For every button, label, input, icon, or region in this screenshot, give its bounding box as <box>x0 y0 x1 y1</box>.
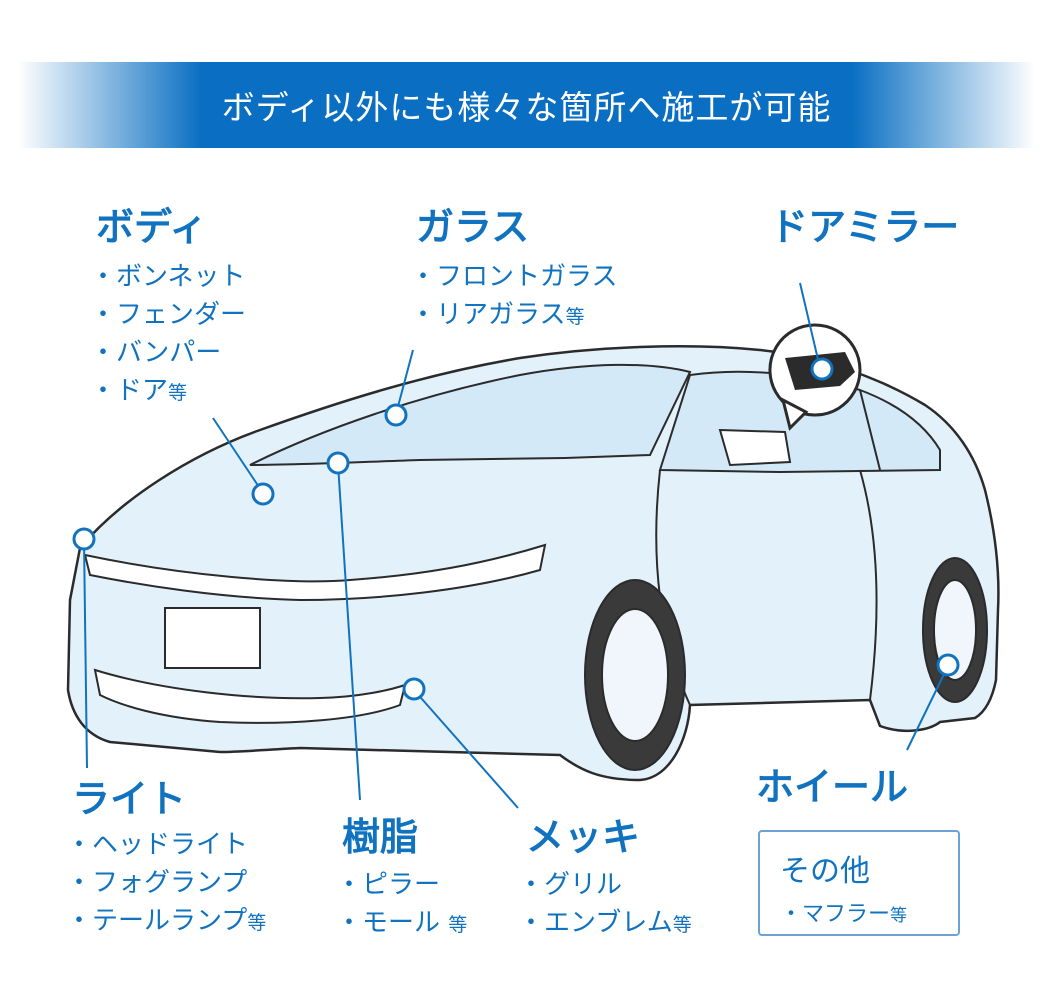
list-item: ・エンブレム等 <box>518 904 692 944</box>
list-item: ・グリル <box>518 870 623 900</box>
license-plate <box>164 607 261 669</box>
lower-grille <box>93 668 407 724</box>
callout-dot-glass <box>384 403 408 427</box>
list-item: ・バンパー <box>90 338 222 368</box>
list-item: ・フォグランプ <box>66 868 248 898</box>
other-item: ・マフラー等 <box>780 896 907 928</box>
callout-dot-body <box>251 482 275 506</box>
rear-door-line <box>859 469 878 701</box>
headlight-strip <box>83 543 547 602</box>
list-item: ・ボンネット <box>90 262 246 292</box>
banner-title: ボディ以外にも様々な箇所へ施工が可能 <box>221 88 832 127</box>
side-mirror <box>718 428 792 467</box>
list-item: ・ヘッドライト <box>66 830 249 860</box>
callout-dot-mirror <box>810 357 834 381</box>
callout-dot-resin <box>326 451 350 475</box>
light-heading: ライト <box>72 777 187 821</box>
list-item: ・フロントガラス <box>410 262 618 292</box>
body-list: ・ボンネット ・フェンダー ・バンパー ・ドア等 <box>90 258 246 412</box>
list-item: ・テールランプ等 <box>66 902 266 942</box>
list-item: ・リアガラス等 <box>410 296 617 336</box>
door-mirror-heading: ドアミラー <box>770 205 960 249</box>
callout-line-wheel <box>906 665 949 751</box>
other-box: その他 ・マフラー等 <box>758 830 960 936</box>
etc-suffix: 等 <box>890 906 908 926</box>
etc-suffix: 等 <box>247 912 267 934</box>
list-item-text: ・ドア <box>90 376 169 406</box>
etc-suffix: 等 <box>448 914 468 936</box>
plating-heading: メッキ <box>526 815 641 859</box>
resin-list: ・ピラー ・モール 等 <box>336 866 467 944</box>
callout-line-plating <box>413 689 519 809</box>
pillar-line <box>859 389 881 471</box>
etc-suffix: 等 <box>565 306 585 328</box>
list-item-text: ・リアガラス <box>410 300 566 330</box>
list-item: ・フェンダー <box>90 300 247 330</box>
list-item-text: ・マフラー <box>780 902 891 927</box>
callout-line-mirror <box>799 282 821 369</box>
etc-suffix: 等 <box>168 382 188 404</box>
wheel-heading: ホイール <box>756 765 909 809</box>
list-item: ・ドア等 <box>90 372 246 412</box>
callout-dot-light <box>72 527 96 551</box>
callout-dot-wheel <box>936 653 960 677</box>
callout-line-body <box>212 417 264 494</box>
body-heading: ボディ <box>96 205 208 249</box>
glass-heading: ガラス <box>416 205 530 249</box>
title-banner: ボディ以外にも様々な箇所へ施工が可能 <box>18 62 1035 148</box>
resin-heading: 樹脂 <box>342 815 419 859</box>
etc-suffix: 等 <box>672 914 692 936</box>
list-item-text: ・エンブレム <box>518 908 673 938</box>
list-item-text: ・モール <box>336 908 441 938</box>
list-item: ・モール 等 <box>336 904 467 944</box>
callout-line-glass <box>395 349 414 415</box>
front-wheel-rim <box>601 608 669 742</box>
other-title: その他 <box>780 854 870 889</box>
plating-list: ・グリル ・エンブレム等 <box>518 866 692 944</box>
light-list: ・ヘッドライト ・フォグランプ ・テールランプ等 <box>66 826 266 942</box>
callout-line-light <box>83 539 88 769</box>
mirror-callout-tail <box>780 397 809 431</box>
glass-list: ・フロントガラス ・リアガラス等 <box>410 258 617 336</box>
callout-dot-plating <box>402 677 426 701</box>
list-item-text: ・テールランプ <box>66 906 248 936</box>
list-item: ・ピラー <box>336 870 441 900</box>
callout-line-resin <box>337 463 361 801</box>
